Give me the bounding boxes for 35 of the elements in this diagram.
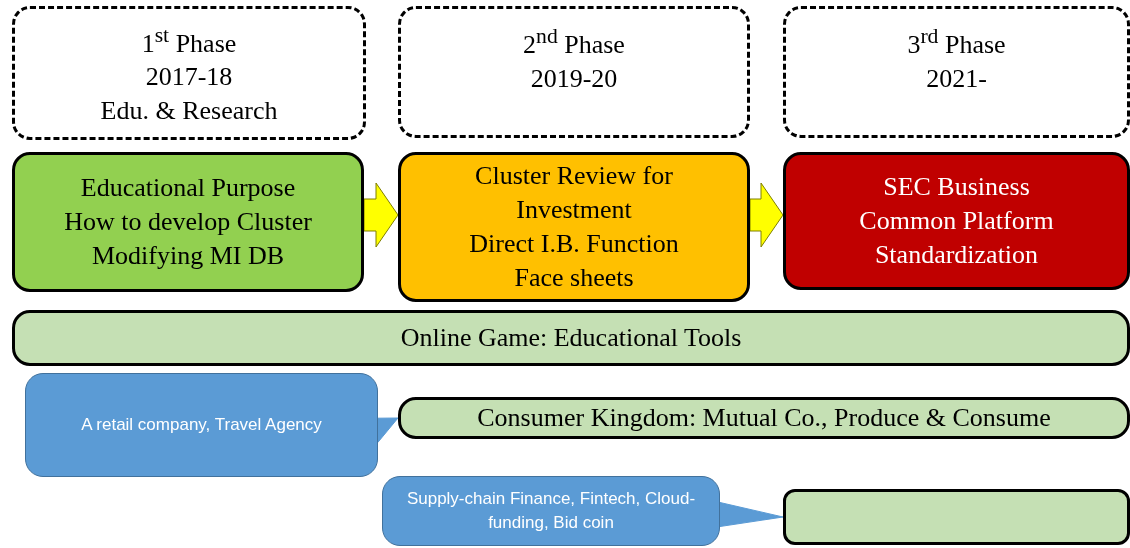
phase-header-box: [12, 6, 366, 140]
block-arrow: [749, 182, 784, 248]
banner-bar: [12, 310, 1130, 366]
phase-header-box: [398, 6, 750, 138]
label-text: Standardization: [874, 239, 1039, 271]
label-text: Modifying MI DB: [91, 240, 285, 272]
stage-box: [783, 489, 1130, 545]
label-text: Edu. & Research: [100, 95, 278, 128]
block-arrow: [363, 182, 399, 248]
callout-text: Supply-chain Finance, Fintech, Cloud-funding, Bid coin: [405, 488, 697, 534]
label-text: Common Platform: [859, 205, 1054, 237]
speech-callout: [382, 476, 720, 546]
label-text: Consumer Kingdom: Mutual Co., Produce & Consume: [477, 402, 1051, 434]
phase-header-box: [783, 6, 1130, 138]
phase-box: [783, 152, 1130, 290]
label-text: Direct I.B. Function: [469, 228, 679, 260]
label-text: 2017-18: [145, 61, 233, 94]
phase-box: [398, 152, 750, 302]
label-text: How to develop Cluster: [64, 206, 312, 238]
callout-pointer: [719, 502, 784, 527]
label-text: 2$^{nd}$ Phase: [523, 23, 625, 61]
label-text: Online Game: Educational Tools: [400, 322, 742, 354]
label-text: Educational Purpose: [80, 172, 296, 204]
stage-box: [398, 397, 1130, 439]
callout-text: A retail company, Travel Agency: [81, 414, 322, 436]
label-text: SEC Business: [883, 171, 1030, 203]
speech-callout: [25, 373, 378, 477]
label-text: 2021-: [926, 62, 987, 95]
label-text: 1$^{st}$ Phase: [141, 21, 237, 60]
label-text: 2019-20: [530, 62, 618, 95]
label-text: Face sheets: [514, 262, 634, 294]
callout-pointer: [377, 417, 399, 443]
label-text: Cluster Review for Investment: [474, 160, 674, 226]
label-text: 3$^{rd}$ Phase: [907, 23, 1006, 61]
phase-box: [12, 152, 364, 292]
